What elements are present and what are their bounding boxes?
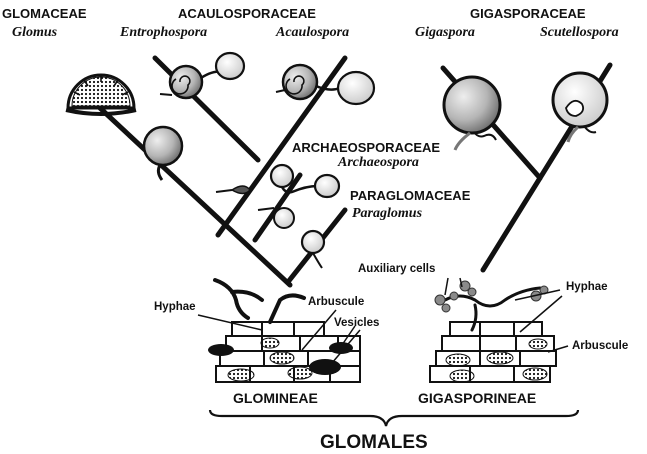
label-auxiliary-cells: Auxiliary cells [358, 263, 435, 275]
genus-entrophospora: Entrophospora [119, 25, 207, 40]
genus-gigaspora: Gigaspora [415, 25, 475, 40]
label-arbuscule-left: Arbuscule [308, 296, 364, 308]
glomus-spore-icon [144, 127, 182, 180]
suborder-glomineae: GLOMINEAE [233, 390, 318, 406]
label-hyphae-right: Hyphae [566, 281, 608, 293]
family-acaulosporaceae: ACAULOSPORACEAE [178, 6, 316, 21]
family-paraglomaceae: PARAGLOMACEAE [350, 188, 471, 203]
genus-archaeospora: Archaeospora [337, 155, 419, 170]
branch-gigasporineae-stem [483, 178, 540, 270]
order-glomales: GLOMALES [320, 432, 428, 453]
genus-paraglomus: Paraglomus [352, 206, 423, 221]
gigaspora-spore-icon [444, 77, 500, 150]
scutellospora-spore-icon [553, 73, 607, 142]
suborder-gigasporineae: GIGASPORINEAE [418, 390, 536, 406]
genus-glomus: Glomus [12, 25, 58, 40]
family-gigasporaceae: GIGASPORACEAE [470, 6, 586, 21]
genus-acaulospora: Acaulospora [275, 25, 349, 40]
family-archaeosporaceae: ARCHAEOSPORACEAE [292, 140, 440, 155]
glomales-brace [210, 410, 578, 426]
entrophospora-spore-icon [160, 53, 244, 98]
label-vesicles: Vesicles [334, 317, 379, 329]
label-hyphae-left: Hyphae [154, 301, 196, 313]
glomus-sporocarp-icon [66, 75, 136, 114]
genus-scutellospora: Scutellospora [540, 25, 619, 40]
archaeospora-spore-icon [216, 165, 339, 228]
family-glomaceae: GLOMACEAE [2, 6, 87, 21]
label-arbuscule-right: Arbuscule [572, 340, 628, 352]
branch-glomus [100, 108, 290, 285]
